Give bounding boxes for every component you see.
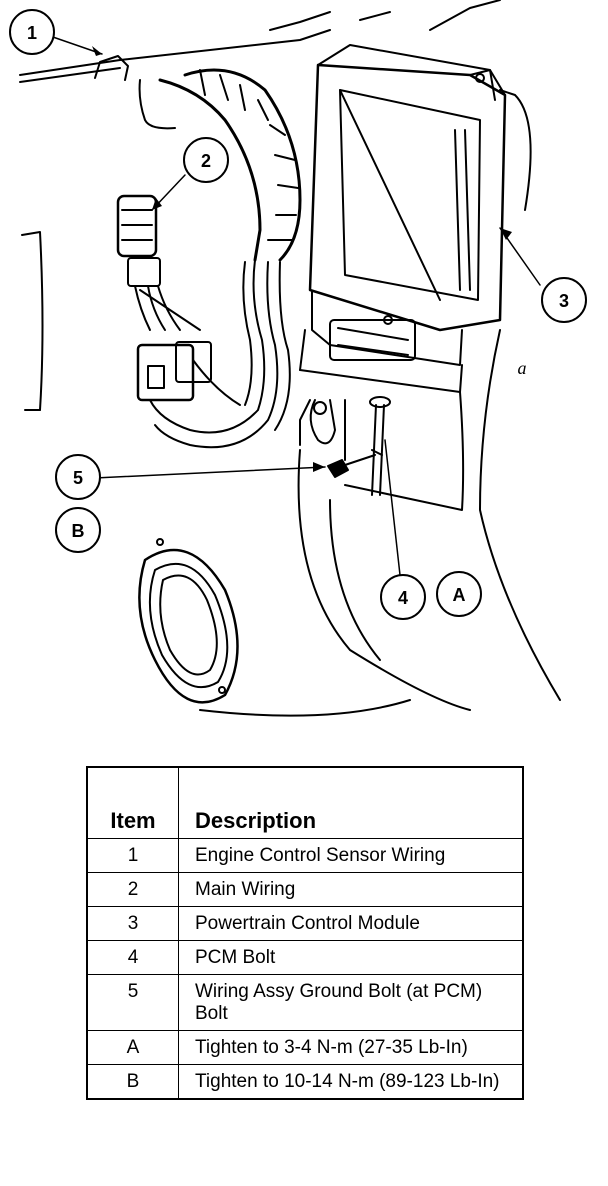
item-description: Powertrain Control Module <box>178 906 524 941</box>
dash-panel-top <box>19 0 501 83</box>
kick-panel-outline <box>199 89 561 717</box>
item-number: A <box>86 1030 179 1065</box>
item-column-header: Item <box>86 766 179 839</box>
powertrain-control-module <box>299 44 507 393</box>
table-row: 5 Wiring Assy Ground Bolt (at PCM) Bolt <box>86 974 524 1031</box>
item-number: 5 <box>86 974 179 1031</box>
item-number: B <box>86 1064 179 1100</box>
table-row: 2 Main Wiring <box>86 872 524 907</box>
callout-a: A <box>453 585 466 605</box>
description-column-header: Description <box>178 766 524 839</box>
callout-4: 4 <box>398 588 408 608</box>
item-number: 2 <box>86 872 179 907</box>
callout-1: 1 <box>27 23 37 43</box>
table-row: 1 Engine Control Sensor Wiring <box>86 838 524 873</box>
item-description: Tighten to 10-14 N-m (89-123 Lb-In) <box>178 1064 524 1100</box>
table-row: A Tighten to 3-4 N-m (27-35 Lb-In) <box>86 1030 524 1065</box>
grommet <box>138 538 239 704</box>
item-description: Engine Control Sensor Wiring <box>178 838 524 873</box>
table-row: 4 PCM Bolt <box>86 940 524 975</box>
table-row: B Tighten to 10-14 N-m (89-123 Lb-In) <box>86 1064 524 1100</box>
item-number: 3 <box>86 906 179 941</box>
item-number: 4 <box>86 940 179 975</box>
ground-bolt <box>299 399 376 478</box>
callout-2: 2 <box>201 151 211 171</box>
callout-3: 3 <box>559 291 569 311</box>
table-header-row: Item Description <box>86 766 524 839</box>
table-row: 3 Powertrain Control Module <box>86 906 524 941</box>
left-body-outline <box>21 79 176 411</box>
engine-control-sensor-wiring <box>116 68 302 449</box>
callout-b: B <box>72 521 85 541</box>
item-description: Wiring Assy Ground Bolt (at PCM) Bolt <box>178 974 524 1031</box>
item-description: Main Wiring <box>178 872 524 907</box>
item-number: 1 <box>86 838 179 873</box>
leader-lines <box>49 35 541 576</box>
annotation-a: a <box>518 358 527 378</box>
callout-5: 5 <box>73 468 83 488</box>
item-description-table: Item Description 1 Engine Control Sensor… <box>86 766 524 1100</box>
pcm-installation-illustration: 1 2 3 4 5 A B a <box>9 0 587 717</box>
item-description: Tighten to 3-4 N-m (27-35 Lb-In) <box>178 1030 524 1065</box>
item-description: PCM Bolt <box>178 940 524 975</box>
callout-circles <box>9 9 587 620</box>
pcm-bolt <box>369 396 391 496</box>
